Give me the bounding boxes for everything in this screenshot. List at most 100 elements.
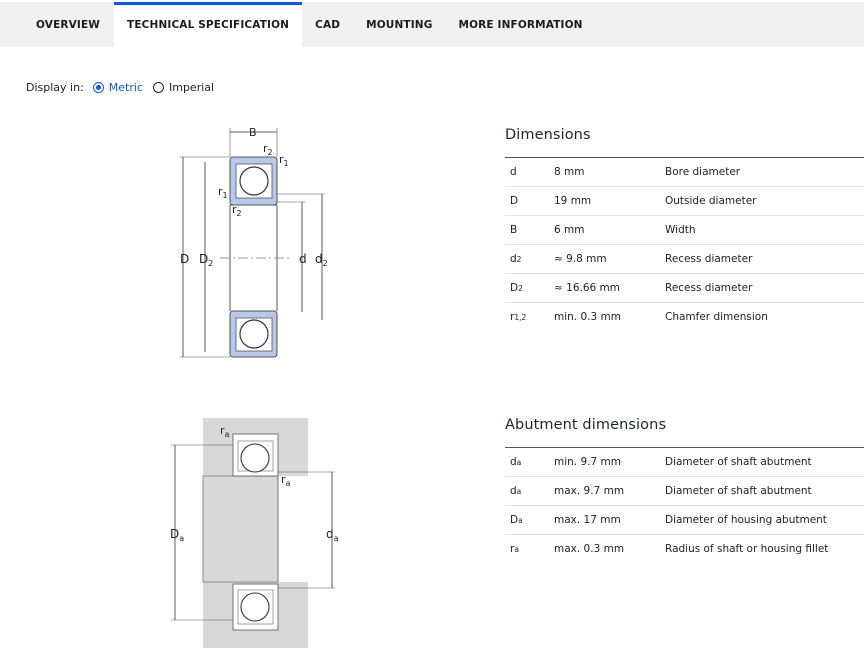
description: Bore diameter (665, 166, 741, 178)
bearing-dimension-drawing: B r2 r1 r1 r2 D D2 d d2 (180, 126, 328, 358)
dim-label-r1-side: r (218, 185, 223, 198)
description: Radius of shaft or housing fillet (665, 543, 829, 555)
value: max. 9.7 mm (554, 485, 625, 497)
symbol: r (510, 543, 515, 555)
tab-overview[interactable]: OVERVIEW (0, 2, 114, 47)
dim-label-sub: 1 (284, 159, 289, 168)
dimensions-table: d 8 mm Bore diameter D 19 mm Outside dia… (505, 157, 864, 331)
svg-text:ra: ra (281, 473, 291, 488)
symbol-sub: 1,2 (514, 312, 527, 322)
bearing-upper-section (229, 156, 278, 206)
dim-label-sub: a (225, 430, 230, 439)
description: Diameter of shaft abutment (665, 456, 812, 468)
metric-radio[interactable] (92, 81, 104, 93)
symbol: D (510, 195, 519, 207)
unit-selector: Display in: Metric Imperial (26, 79, 214, 95)
table-row: D 19 mm Outside diameter (505, 187, 864, 216)
svg-text:da: da (326, 527, 339, 543)
svg-text:r1: r1 (279, 153, 289, 168)
symbol: D (510, 282, 519, 294)
tab-cad[interactable]: CAD (302, 2, 353, 47)
dim-label-D: D (180, 252, 189, 266)
symbol-sub: 2 (518, 283, 523, 293)
svg-text:d2: d2 (315, 252, 328, 268)
dim-label-r1-top: r (279, 153, 284, 166)
symbol-sub: a (514, 544, 519, 554)
abutment-title: Abutment dimensions (505, 417, 667, 433)
metric-option[interactable]: Metric (92, 81, 143, 94)
dim-label-ra-side: r (281, 473, 286, 486)
symbol: d (510, 456, 517, 468)
tab-label: MORE INFORMATION (458, 18, 583, 31)
table-row: B 6 mm Width (505, 216, 864, 245)
svg-text:ra: ra (220, 424, 230, 439)
dim-label-r2-side: r (232, 203, 237, 216)
dim-label-d: d (299, 252, 307, 266)
description: Recess diameter (665, 282, 753, 294)
dim-label-D2: D (199, 252, 208, 266)
dim-label-Da: D (170, 527, 179, 541)
description: Width (665, 224, 696, 236)
symbol: d (510, 485, 517, 497)
dimensions-title: Dimensions (505, 127, 591, 143)
imperial-option[interactable]: Imperial (152, 80, 215, 94)
description: Diameter of housing abutment (665, 514, 827, 526)
tab-mounting[interactable]: MOUNTING (353, 2, 445, 47)
dim-label-da: d (326, 527, 334, 541)
svg-text:D2: D2 (199, 252, 213, 268)
dim-label-B: B (249, 126, 257, 139)
svg-text:r1: r1 (218, 185, 228, 200)
dim-label-sub: 2 (237, 209, 242, 218)
value: ≈ 16.66 mm (554, 282, 620, 294)
svg-text:r2: r2 (232, 203, 242, 218)
dim-label-r2-top: r (263, 142, 268, 155)
shaft (202, 475, 279, 583)
symbol-sub: 2 (516, 254, 522, 264)
svg-text:r2: r2 (263, 142, 273, 157)
dim-label-sub: 2 (208, 259, 213, 268)
symbol-sub: a (516, 457, 522, 467)
bearing-lower-section (229, 310, 278, 358)
dim-label-sub: 2 (323, 259, 328, 268)
description: Diameter of shaft abutment (665, 485, 812, 497)
tab-technical-specification[interactable]: TECHNICAL SPECIFICATION (114, 2, 303, 47)
symbol-sub: a (516, 486, 522, 496)
value: ≈ 9.8 mm (554, 253, 607, 265)
tab-label: TECHNICAL SPECIFICATION (127, 19, 290, 31)
tab-bar: OVERVIEW TECHNICAL SPECIFICATION CAD MOU… (0, 2, 864, 47)
display-in-label: Display in: (26, 80, 84, 94)
value: 19 mm (554, 195, 592, 207)
value: min. 9.7 mm (554, 456, 621, 468)
tab-more-information[interactable]: MORE INFORMATION (445, 2, 595, 47)
value: max. 17 mm (554, 514, 621, 526)
tab-label: MOUNTING (366, 18, 433, 31)
dim-label-d2: d (315, 252, 323, 266)
dim-label-sub: a (334, 534, 339, 543)
symbol: d (510, 253, 517, 265)
symbol: B (510, 224, 518, 236)
dim-label-sub: 2 (268, 148, 273, 157)
symbol: r (510, 311, 515, 323)
tab-label: OVERVIEW (36, 18, 101, 31)
table-row: d 8 mm Bore diameter (505, 158, 864, 187)
description: Recess diameter (665, 253, 753, 265)
description: Outside diameter (665, 195, 757, 207)
value: min. 0.3 mm (554, 311, 621, 323)
symbol-sub: a (518, 515, 523, 525)
imperial-radio[interactable] (152, 81, 164, 93)
symbol: D (510, 514, 519, 526)
svg-text:Da: Da (170, 527, 184, 543)
description: Chamfer dimension (665, 311, 768, 323)
abutment-dimension-drawing: ra ra Da da (170, 418, 339, 648)
dim-label-sub: a (179, 534, 184, 543)
value: 6 mm (554, 224, 585, 236)
imperial-label: Imperial (168, 80, 215, 94)
value: max. 0.3 mm (554, 543, 625, 555)
dim-label-sub: 1 (223, 191, 228, 200)
